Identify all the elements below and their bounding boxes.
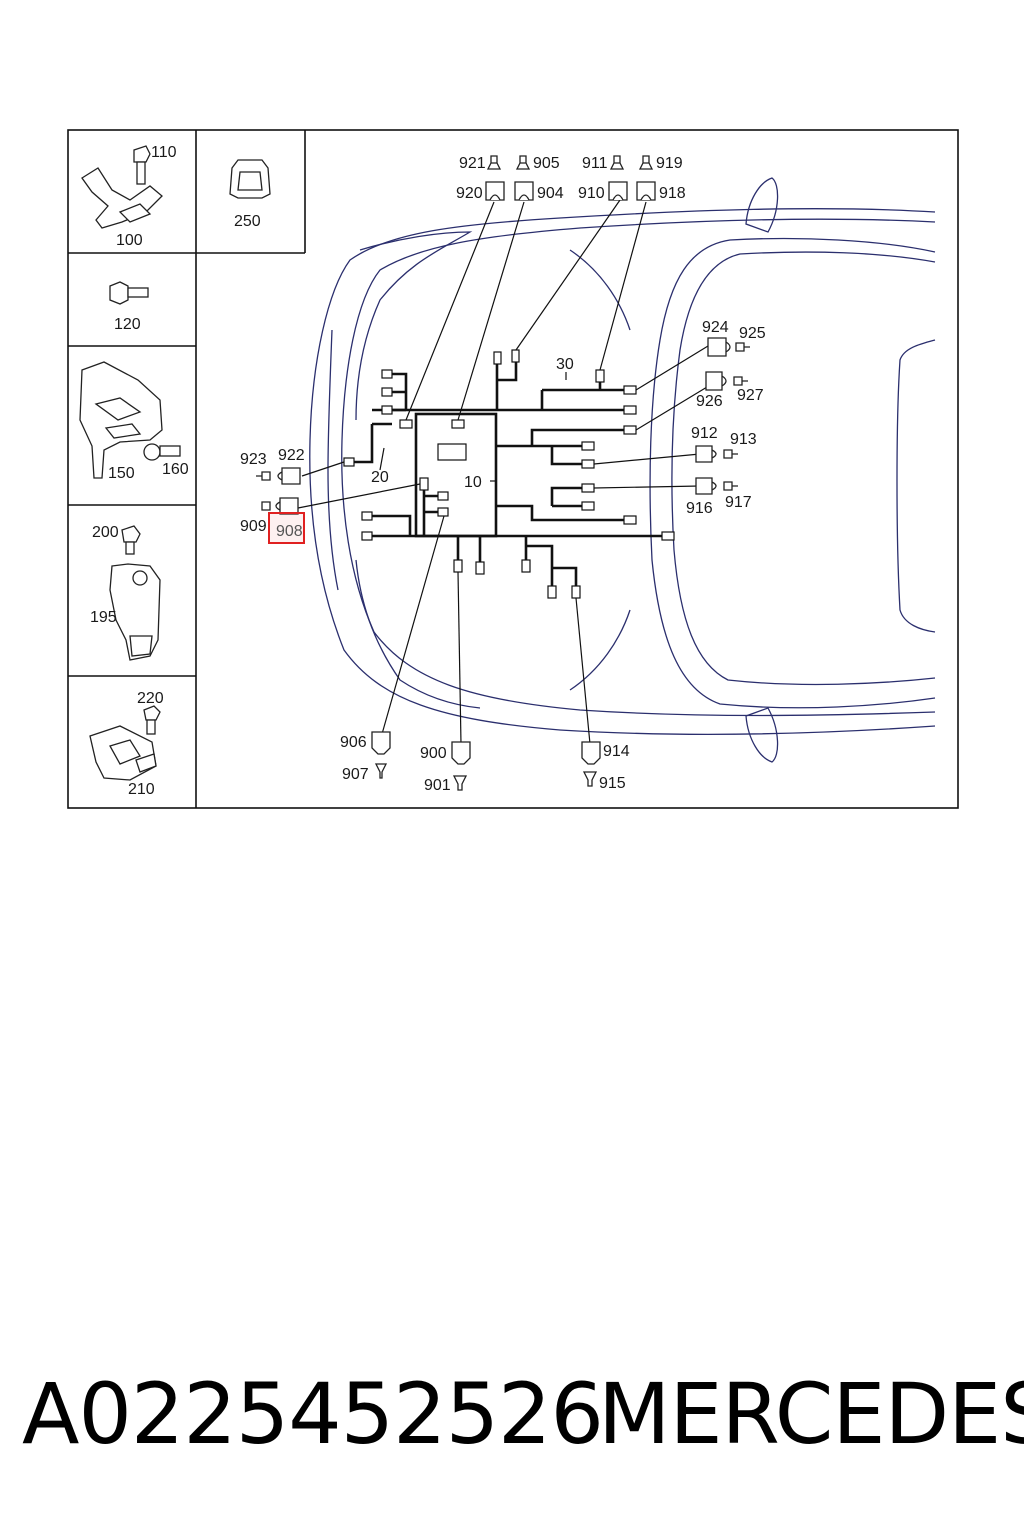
callout-901: 901: [424, 777, 451, 794]
callout-908: 908: [276, 523, 303, 540]
part-label-100: 100: [116, 232, 143, 249]
part-label-110: 110: [151, 144, 177, 161]
holder-210-icon: [89, 705, 161, 781]
bracket-150-icon: [79, 361, 181, 479]
callout-916: 916: [686, 500, 713, 517]
callout-915: 915: [599, 775, 626, 792]
connector-symbols-left: [256, 467, 301, 515]
diagram-frame: [67, 129, 959, 809]
callout-910: 910: [578, 185, 605, 202]
callout-30: 30: [556, 356, 574, 373]
callout-922: 922: [278, 447, 305, 464]
callout-913: 913: [730, 431, 757, 448]
part-label-160: 160: [162, 461, 189, 478]
callout-919: 919: [656, 155, 683, 172]
callout-20: 20: [371, 469, 389, 486]
leader-lines: [297, 199, 713, 745]
part-label-210: 210: [128, 781, 155, 798]
callout-900: 900: [420, 745, 447, 762]
connector-symbols-bottom: [371, 731, 601, 791]
callout-905: 905: [533, 155, 560, 172]
callout-920: 920: [456, 185, 483, 202]
part-label-250: 250: [234, 213, 261, 230]
bolt-120-icon: [109, 281, 149, 305]
part-label-220: 220: [137, 690, 164, 707]
callout-911: 911: [582, 155, 608, 172]
part-number: A0225452526: [22, 1365, 604, 1463]
callout-912: 912: [691, 425, 718, 442]
callout-926: 926: [696, 393, 723, 410]
callout-917: 917: [725, 494, 752, 511]
callout-914: 914: [603, 743, 630, 760]
part-label-120: 120: [114, 316, 141, 333]
part-label-150: 150: [108, 465, 135, 482]
callout-10: 10: [464, 474, 482, 491]
callout-925: 925: [739, 325, 766, 342]
callout-906: 906: [340, 734, 367, 751]
callout-923: 923: [240, 451, 267, 468]
callout-909: 909: [240, 518, 267, 535]
callout-907: 907: [342, 766, 369, 783]
bracket-100-icon: [81, 145, 163, 229]
callout-924: 924: [702, 319, 729, 336]
highlight-box-908: [268, 512, 305, 544]
clip-250-icon: [229, 159, 271, 199]
car-outline: [309, 177, 936, 763]
wiring-harness: [343, 349, 675, 599]
callout-927: 927: [737, 387, 764, 404]
connector-symbols-top: [485, 155, 656, 201]
brand-name: MERCEDES: [598, 1365, 1024, 1463]
callout-904: 904: [537, 185, 564, 202]
callout-918: 918: [659, 185, 686, 202]
part-label-200: 200: [92, 524, 119, 541]
part-label-195: 195: [90, 609, 117, 626]
bracket-195-icon: [109, 525, 161, 661]
callout-921: 921: [459, 155, 486, 172]
connector-symbols-right: [695, 337, 750, 495]
